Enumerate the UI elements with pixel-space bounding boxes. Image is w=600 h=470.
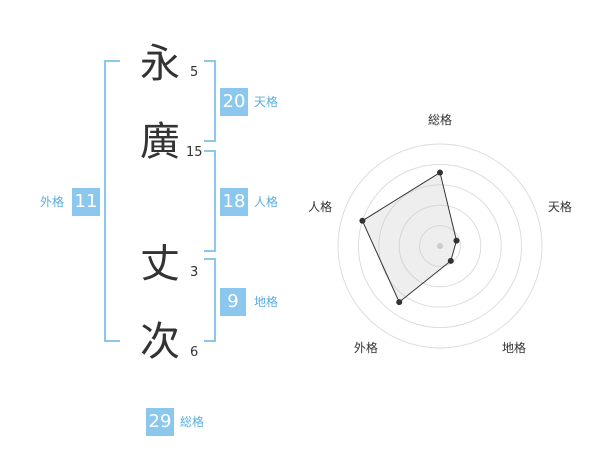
soukaku-value: 29 [146,408,174,436]
radar-axis-label-5: 人格 [308,199,332,214]
stroke-count-1: 5 [190,65,199,80]
radar-point-2 [453,237,460,244]
chikaku-value: 9 [220,288,246,316]
radar-point-3 [447,257,454,264]
stroke-count-2: 15 [186,145,203,160]
gaikaku-bracket [104,60,120,342]
gaikaku-label: 外格 [40,195,65,209]
radar-ring-5 [337,143,543,349]
tenkaku-value: 20 [220,88,248,116]
tenkaku-bracket [204,60,216,142]
stroke-count-4: 6 [190,345,199,360]
radar-ring-4 [357,163,523,329]
radar-point-5 [359,217,366,224]
chikaku-label: 地格 [254,295,279,309]
name-char-3: 丈 [140,241,180,287]
stroke-count-3: 3 [190,265,199,280]
radar-ring-3 [378,184,502,308]
radar-axis-label-2: 天格 [548,199,572,214]
name-char-2: 廣 [140,119,180,165]
radar-point-1 [437,169,443,176]
radar-axis-label-4: 外格 [354,340,378,355]
jinkaku-label: 人格 [254,195,279,209]
radar-polygon [361,171,458,303]
radar-point-4 [396,299,403,306]
name-char-4: 次 [140,319,180,365]
name-char-1: 永 [140,41,180,87]
radar-center-dot [437,243,443,249]
radar-axis-label-3: 地格 [502,340,526,355]
jinkaku-bracket [204,150,216,252]
soukaku-label: 総格 [180,415,205,429]
gaikaku-value: 11 [72,188,100,216]
jinkaku-value: 18 [220,188,248,216]
radar-ring-2 [398,204,482,288]
chikaku-bracket [204,258,216,342]
radar-ring-1 [419,225,461,267]
tenkaku-label: 天格 [254,95,279,109]
radar-axis-label-1: 総格 [428,112,452,127]
